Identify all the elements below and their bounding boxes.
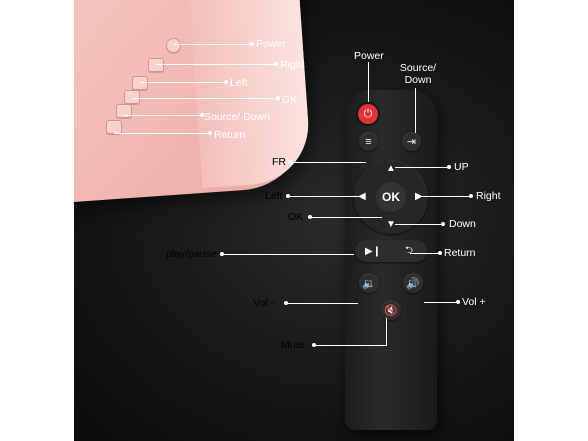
play-pause-icon: ▶❙ bbox=[364, 245, 382, 257]
leader-dot bbox=[208, 131, 212, 135]
leader-dot bbox=[312, 343, 316, 347]
label-remote-ok: OK bbox=[288, 211, 304, 223]
leader-line bbox=[156, 64, 276, 65]
label-projector-power: Power bbox=[256, 38, 286, 50]
label-remote-power: Power bbox=[354, 50, 384, 62]
up-arrow-icon: ▲ bbox=[386, 163, 396, 174]
source-input-icon: ⇥ bbox=[406, 136, 417, 148]
label-remote-up: UP bbox=[454, 161, 469, 173]
right-arrow-icon: ▶ bbox=[415, 191, 423, 202]
leader-dot bbox=[447, 165, 451, 169]
remote-play-return-rocker: ▶❙ ⮌ bbox=[355, 240, 427, 262]
projector-right-button bbox=[148, 58, 164, 72]
remote-control: ⏻ ⇥ ≡ ▲ ▼ ◀ ▶ OK ▶❙ ⮌ 🔉 🔊 🔇 bbox=[345, 90, 437, 430]
leader-line bbox=[132, 98, 278, 99]
leader-dot bbox=[220, 252, 224, 256]
label-remote-right: Right bbox=[476, 190, 501, 202]
projector-power-button bbox=[166, 38, 181, 53]
mute-icon: 🔇 bbox=[384, 304, 398, 317]
projector-left-button bbox=[132, 76, 148, 90]
remote-source-button: ⇥ bbox=[402, 132, 421, 151]
leader-dot bbox=[288, 160, 292, 164]
leader-dot bbox=[224, 80, 228, 84]
remote-vol-up-button: 🔊 bbox=[403, 273, 423, 293]
leader-dot bbox=[276, 96, 280, 100]
leader-dot bbox=[284, 301, 288, 305]
label-remote-mute: Mute bbox=[281, 339, 305, 351]
leader-dot bbox=[456, 300, 460, 304]
volume-down-icon: 🔉 bbox=[362, 277, 376, 290]
label-projector-left: Left bbox=[230, 77, 248, 89]
leader-line bbox=[314, 345, 386, 346]
leader-dot bbox=[200, 113, 204, 117]
volume-up-icon: 🔊 bbox=[406, 277, 420, 290]
remote-power-button: ⏻ bbox=[358, 104, 378, 124]
leader-line bbox=[290, 162, 366, 163]
projector-source-button bbox=[116, 104, 132, 118]
label-projector-return: Return bbox=[214, 129, 246, 141]
projector-ok-button bbox=[124, 90, 140, 104]
leader-line bbox=[114, 133, 210, 134]
leader-line bbox=[222, 254, 354, 255]
leader-dot bbox=[469, 194, 473, 198]
leader-line bbox=[424, 302, 458, 303]
leader-line bbox=[288, 196, 360, 197]
remote-ok-button: OK bbox=[376, 182, 406, 212]
leader-line bbox=[410, 253, 440, 254]
label-remote-left: Left bbox=[265, 190, 283, 202]
leader-line bbox=[415, 88, 416, 133]
leader-dot bbox=[286, 194, 290, 198]
remote-dpad: ▲ ▼ ◀ ▶ OK bbox=[354, 160, 428, 234]
leader-dot bbox=[441, 222, 445, 226]
remote-vol-down-button: 🔉 bbox=[359, 273, 379, 293]
return-icon: ⮌ bbox=[404, 244, 413, 256]
left-arrow-icon: ◀ bbox=[358, 191, 366, 202]
menu-icon: ≡ bbox=[365, 135, 372, 148]
leader-line bbox=[368, 62, 369, 102]
label-remote-down: Down bbox=[449, 218, 476, 230]
label-remote-source-down: Source/ Down bbox=[399, 62, 437, 86]
leader-dot bbox=[438, 251, 442, 255]
label-remote-fr: FR bbox=[272, 156, 286, 168]
remote-fr-button: ≡ bbox=[359, 132, 378, 151]
leader-line bbox=[395, 224, 443, 225]
label-projector-right: Right bbox=[280, 59, 305, 71]
label-projector-ok: OK bbox=[282, 94, 298, 106]
leader-line bbox=[174, 44, 252, 45]
projector-body bbox=[74, 0, 313, 205]
power-icon: ⏻ bbox=[363, 107, 373, 120]
label-remote-return: Return bbox=[444, 247, 476, 259]
projector-return-button bbox=[106, 120, 122, 134]
leader-dot bbox=[250, 42, 254, 46]
label-remote-play-pause: play/pause bbox=[166, 248, 217, 260]
label-remote-vol-minus: Vol - bbox=[253, 297, 275, 309]
label-projector-source-down: Source/ Down bbox=[204, 111, 270, 123]
down-arrow-icon: ▼ bbox=[386, 219, 396, 230]
leader-line bbox=[310, 217, 382, 218]
leader-line bbox=[395, 167, 449, 168]
leader-line bbox=[286, 303, 358, 304]
leader-line bbox=[140, 82, 226, 83]
remote-mute-button: 🔇 bbox=[381, 300, 401, 320]
leader-dot bbox=[274, 62, 278, 66]
leader-line bbox=[386, 318, 387, 346]
product-photo: ⏻ ⇥ ≡ ▲ ▼ ◀ ▶ OK ▶❙ ⮌ 🔉 🔊 🔇 bbox=[74, 0, 514, 441]
leader-dot bbox=[308, 215, 312, 219]
label-remote-vol-plus: Vol + bbox=[462, 296, 486, 308]
leader-line bbox=[124, 115, 202, 116]
leader-line bbox=[421, 196, 471, 197]
